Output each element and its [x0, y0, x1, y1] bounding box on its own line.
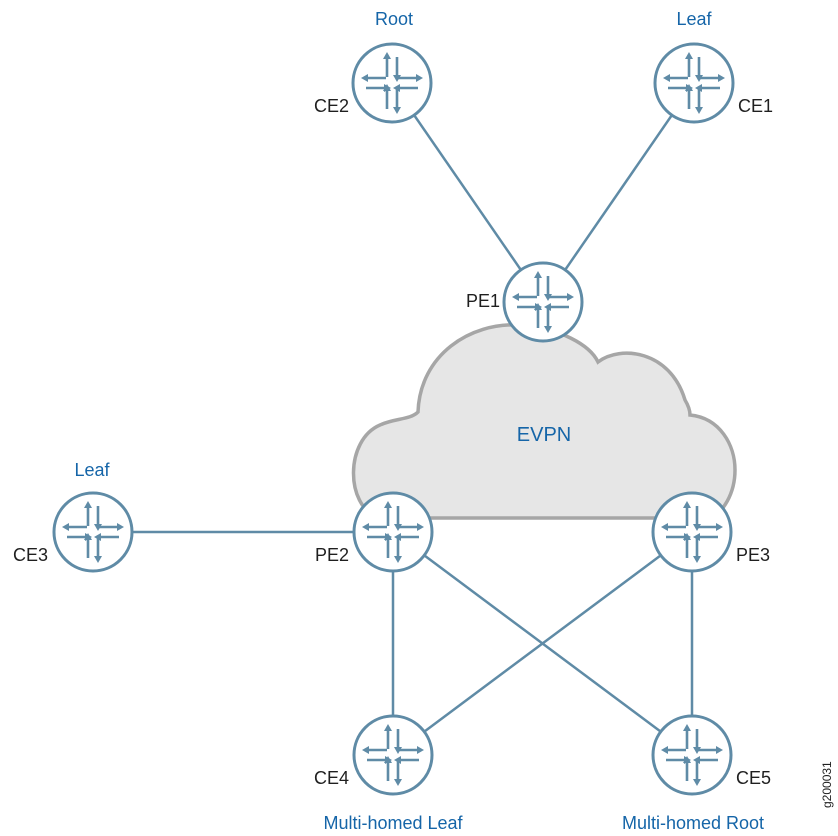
router-ce5	[651, 714, 733, 796]
role-label-ce4: Multi-homed Leaf	[323, 813, 463, 833]
router-icon	[352, 714, 434, 796]
router-ce3	[52, 491, 134, 573]
link-pe3-ce4	[392, 530, 693, 757]
node-label-pe3: PE3	[736, 545, 770, 565]
router-icon	[352, 491, 434, 573]
router-icon	[653, 42, 735, 124]
router-icon	[651, 491, 733, 573]
cloud-label: EVPN	[517, 424, 571, 446]
router-icon	[651, 714, 733, 796]
router-pe1	[502, 261, 584, 343]
router-ce2	[351, 42, 433, 124]
node-label-ce1: CE1	[738, 96, 773, 116]
router-pe3	[651, 491, 733, 573]
role-label-ce5: Multi-homed Root	[622, 813, 764, 833]
role-label-ce3: Leaf	[74, 460, 110, 480]
router-pe2	[352, 491, 434, 573]
evpn-cloud	[351, 323, 737, 520]
link-ce1-pe1	[541, 82, 696, 303]
router-icon	[502, 261, 584, 343]
node-label-pe2: PE2	[315, 545, 349, 565]
node-label-ce5: CE5	[736, 768, 771, 788]
node-label-ce3: CE3	[13, 545, 48, 565]
router-icon	[351, 42, 433, 124]
node-label-pe1: PE1	[466, 291, 500, 311]
router-ce4	[352, 714, 434, 796]
link-ce2-pe1	[390, 82, 545, 303]
figure-id: g200031	[820, 761, 834, 808]
role-label-ce2: Root	[375, 9, 413, 29]
router-ce1	[653, 42, 735, 124]
node-label-ce2: CE2	[314, 96, 349, 116]
role-label-ce1: Leaf	[676, 9, 712, 29]
node-label-ce4: CE4	[314, 768, 349, 788]
router-icon	[52, 491, 134, 573]
